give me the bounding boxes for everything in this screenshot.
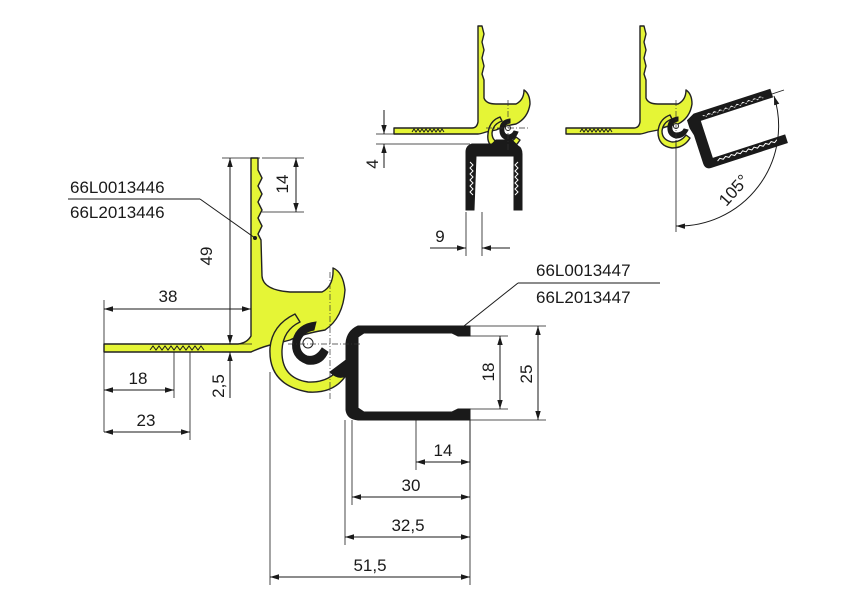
dim-23: 23	[137, 411, 156, 430]
dim-4: 4	[363, 159, 382, 168]
main-assembly-view	[103, 157, 471, 421]
yellow-hinge-hook	[269, 313, 349, 393]
dim-18-right: 18	[479, 363, 498, 382]
dim-18-left: 18	[129, 369, 148, 388]
part-labels: 66L0013446 66L2013446 66L0013447 66L2013…	[68, 178, 660, 327]
part-label-right-top: 66L0013447	[536, 261, 631, 280]
part-label-right-bottom: 66L2013447	[536, 288, 631, 307]
black-hinge-knuckle	[292, 321, 329, 365]
detail-view-open	[565, 25, 788, 169]
main-dimensions: 38 18 23 2,5 49 14 18 25	[103, 157, 546, 585]
detail-dimensions: 4 9	[363, 110, 510, 256]
dim-25: 25	[517, 365, 536, 384]
dim-angle-105: 105°	[715, 171, 753, 210]
dim-2-5: 2,5	[209, 374, 228, 398]
dim-32-5: 32,5	[391, 516, 424, 535]
dim-51-5: 51,5	[353, 556, 386, 575]
part-label-left-bottom: 66L2013446	[70, 203, 165, 222]
black-u-profile	[329, 325, 471, 421]
dim-9: 9	[435, 227, 444, 246]
dim-14-bottom: 14	[434, 441, 453, 460]
dim-14-top: 14	[273, 175, 292, 194]
dim-38: 38	[159, 287, 178, 306]
dim-49: 49	[197, 247, 216, 266]
detail-view-closed	[393, 25, 531, 211]
dim-30: 30	[402, 476, 421, 495]
part-label-left-top: 66L0013446	[70, 178, 165, 197]
